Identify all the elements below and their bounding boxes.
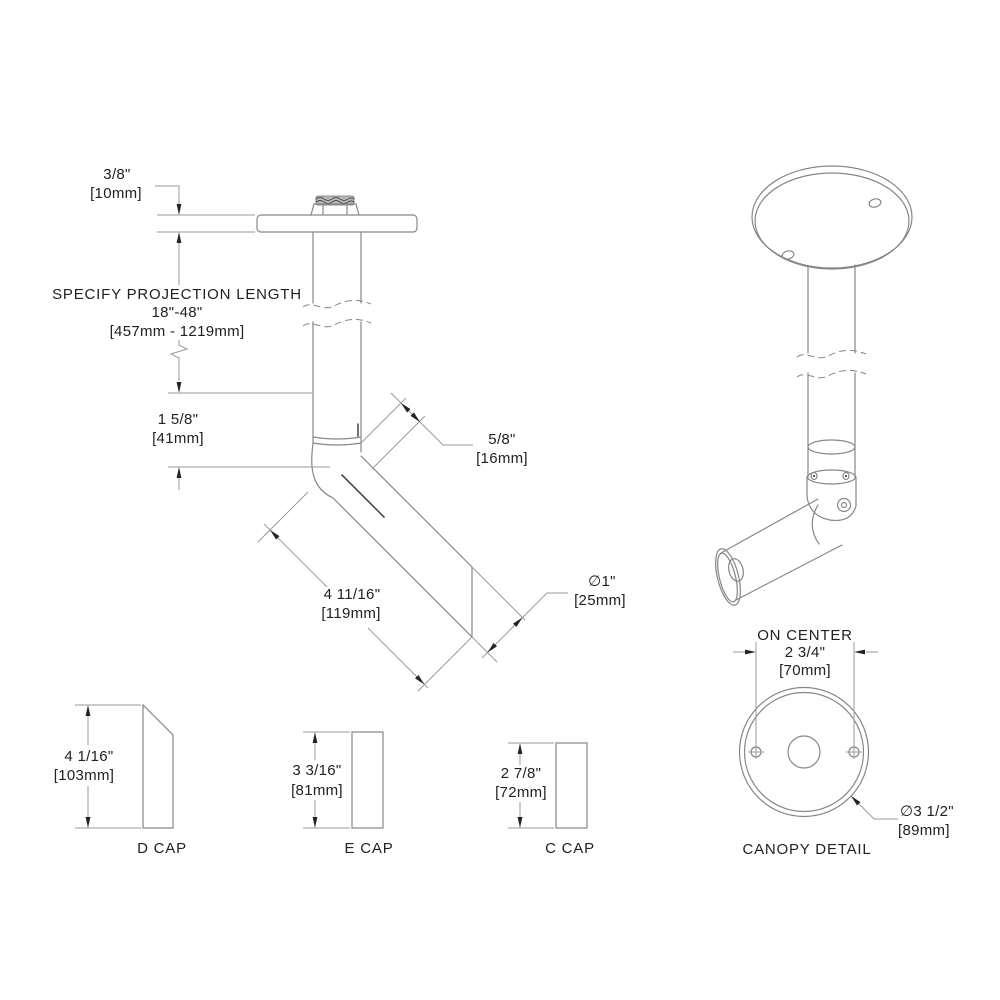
canopy-center-hole xyxy=(787,735,821,769)
projection-label-line2: 18"-48" xyxy=(151,304,202,321)
c-cap-name: C CAP xyxy=(545,840,595,857)
arm-end-outer xyxy=(715,548,741,606)
e-cap-inch-label: 3 3/16" xyxy=(292,762,341,779)
elbow-offset-inch-label: 1 5/8" xyxy=(158,411,199,428)
d-cap-inch-label: 4 1/16" xyxy=(64,748,113,765)
projection-label-line1: SPECIFY PROJECTION LENGTH xyxy=(52,286,302,303)
on-center-label: ON CENTER xyxy=(757,627,853,644)
canopy-labels: ON CENTER 2 3/4" [70mm] ∅3 1/2" [89mm] C… xyxy=(742,627,953,858)
arm-end-inner xyxy=(717,552,738,603)
cap-labels: 4 1/16" [103mm] D CAP 3 3/16" [81mm] E C… xyxy=(54,748,595,857)
canopy-outer-rim xyxy=(751,165,913,269)
on-center-inch-label: 2 3/4" xyxy=(785,644,826,661)
cap-arrowheads xyxy=(85,705,523,828)
tube-diameter-mm-label: [25mm] xyxy=(574,592,626,609)
joint-seam xyxy=(312,436,362,446)
thread-lines xyxy=(315,197,355,204)
elbow-inner-edge xyxy=(341,474,385,518)
tube-diameter-inch-label: ∅1" xyxy=(588,573,616,590)
arm-bore xyxy=(728,558,744,582)
canopy-detail-title: CANOPY DETAIL xyxy=(742,841,871,858)
canopy-screw-hole-left xyxy=(781,250,795,260)
arm-length-inch-label: 4 11/16" xyxy=(324,586,381,603)
arm-length-mm-label: [119mm] xyxy=(321,605,380,622)
arm-joint-seam xyxy=(811,504,820,545)
projection-label-line3: [457mm - 1219mm] xyxy=(110,323,245,340)
on-center-mm-label: [70mm] xyxy=(779,662,831,679)
break-lines-3d xyxy=(796,349,867,379)
thickness-mm-label: [10mm] xyxy=(90,185,142,202)
canopy-screw-hole-right xyxy=(868,198,882,208)
canopy-detail: ON CENTER 2 3/4" [70mm] ∅3 1/2" [89mm] C… xyxy=(733,627,954,858)
side-view: 3/8" [10mm] SPECIFY PROJECTION LENGTH 18… xyxy=(52,166,626,692)
collar-mm-label: [16mm] xyxy=(476,450,528,467)
canopy-diameter-inch-label: ∅3 1/2" xyxy=(900,803,954,820)
stem-tube xyxy=(312,231,362,453)
elbow-offset-mm-label: [41mm] xyxy=(152,430,204,447)
canopy-inner-rim xyxy=(754,172,910,270)
hinge-screw xyxy=(836,497,852,513)
mounting-nut xyxy=(310,195,360,216)
collar-top-edge xyxy=(807,439,856,455)
c-cap-outline xyxy=(555,742,588,829)
nut-body xyxy=(310,203,360,216)
e-cap-outline xyxy=(351,731,384,829)
collar-sides xyxy=(807,446,856,478)
stem-tube-3d xyxy=(807,264,856,448)
side-view-labels: 3/8" [10mm] SPECIFY PROJECTION LENGTH 18… xyxy=(52,166,626,622)
perspective-view xyxy=(715,165,913,606)
collar-screws xyxy=(810,471,850,481)
elbow-arc xyxy=(311,443,334,499)
arm-3d-edges xyxy=(720,498,843,601)
d-cap-mm-label: [103mm] xyxy=(54,767,114,784)
angled-arm xyxy=(332,455,473,638)
canopy-screws xyxy=(748,746,862,758)
canopy-dimension-lines xyxy=(733,642,898,820)
thickness-inch-label: 3/8" xyxy=(103,166,130,183)
ceiling-plate xyxy=(256,214,418,233)
cap-dimension-lines xyxy=(75,704,554,829)
side-view-arrowheads xyxy=(176,204,523,685)
e-cap-mm-label: [81mm] xyxy=(291,782,343,799)
collar-inch-label: 5/8" xyxy=(488,431,515,448)
c-cap-inch-label: 2 7/8" xyxy=(501,765,542,782)
canopy-inner-circle xyxy=(743,691,865,813)
c-cap-mm-label: [72mm] xyxy=(495,784,547,801)
break-lines xyxy=(302,299,372,328)
cap-views: 4 1/16" [103mm] D CAP 3 3/16" [81mm] E C… xyxy=(54,703,595,857)
hinge-screw-center xyxy=(840,501,848,509)
side-view-dimension-lines xyxy=(155,185,568,692)
canopy-outer-circle xyxy=(738,686,870,818)
d-cap-name: D CAP xyxy=(137,840,187,857)
d-cap-outline xyxy=(142,703,174,829)
e-cap-name: E CAP xyxy=(344,840,393,857)
canopy-arrowheads xyxy=(745,649,865,806)
canopy-diameter-mm-label: [89mm] xyxy=(898,822,950,839)
